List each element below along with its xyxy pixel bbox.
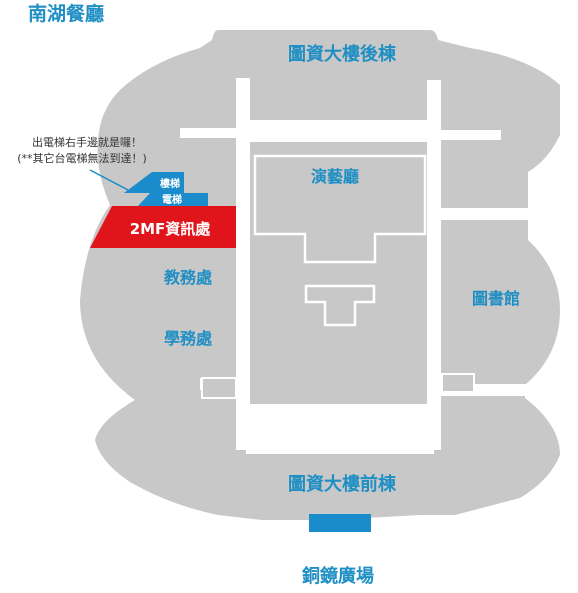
label-elevator: 電梯 xyxy=(162,193,182,206)
label-academic-affairs: 教務處 xyxy=(164,268,213,287)
label-stairs: 樓梯 xyxy=(160,177,180,190)
note-pointer xyxy=(89,169,129,191)
note-line-2: (**其它台電梯無法到達！) xyxy=(17,151,147,165)
label-info-desk: 2MF資訊處 xyxy=(130,220,212,238)
elevator-box xyxy=(138,193,208,206)
label-rear-building: 圖資大樓後棟 xyxy=(288,43,397,65)
plaza-marker xyxy=(309,514,371,532)
note-line-1: 出電梯右手邊就是囉！ xyxy=(32,135,142,149)
label-copper-mirror-plaza: 銅鏡廣場 xyxy=(302,565,374,587)
label-nanhu-restaurant: 南湖餐廳 xyxy=(28,2,104,25)
info-desk-highlight xyxy=(90,206,236,248)
elevator-marker xyxy=(124,172,184,193)
small-room-right xyxy=(441,373,475,393)
auditorium-block xyxy=(253,154,427,264)
label-auditorium: 演藝廳 xyxy=(311,167,359,186)
label-student-affairs: 學務處 xyxy=(164,329,213,348)
t-shaped-block xyxy=(304,284,376,327)
small-room-left xyxy=(201,377,237,399)
label-front-building: 圖資大樓前棟 xyxy=(288,473,397,495)
label-library: 圖書館 xyxy=(472,289,520,308)
